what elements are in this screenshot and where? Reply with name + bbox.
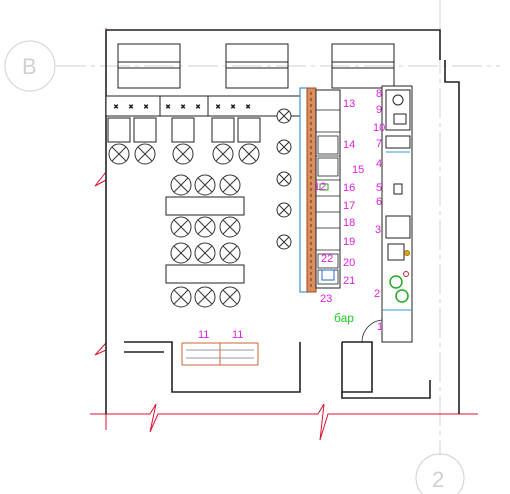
chair xyxy=(219,242,241,264)
bar-stool xyxy=(276,202,292,218)
chair xyxy=(219,174,241,196)
long-tables xyxy=(165,196,245,284)
chair xyxy=(170,216,192,238)
svg-text:×: × xyxy=(216,104,220,111)
bar-stools xyxy=(276,108,292,250)
svg-text:×: × xyxy=(246,104,250,111)
num-11b: 11 xyxy=(232,329,243,341)
num-2: 2 xyxy=(374,288,380,300)
equipment-numbers: 1 2 3 4 5 6 7 8 9 10 11 11 12 13 14 15 1… xyxy=(198,88,385,341)
walls xyxy=(105,29,460,414)
chairs xyxy=(108,143,260,308)
num-11a: 11 xyxy=(198,329,209,341)
num-3: 3 xyxy=(375,224,381,236)
axis-label-2: 2 xyxy=(432,467,444,492)
chair xyxy=(194,242,216,264)
cut-lines xyxy=(90,28,478,441)
kitchen-equipment xyxy=(381,85,413,343)
num-9: 9 xyxy=(376,104,382,116)
num-13: 13 xyxy=(343,98,355,110)
svg-text:×: × xyxy=(144,104,148,111)
num-16: 16 xyxy=(343,182,355,194)
svg-text:×: × xyxy=(114,104,118,111)
bar-stool xyxy=(276,234,292,250)
chair xyxy=(170,286,192,308)
chair xyxy=(170,174,192,196)
bar-stool xyxy=(276,139,292,155)
chair xyxy=(170,242,192,264)
num-8: 8 xyxy=(376,88,382,100)
num-6: 6 xyxy=(376,196,382,208)
chair xyxy=(219,216,241,238)
bar-stool xyxy=(276,108,292,124)
svg-text:×: × xyxy=(196,104,200,111)
chair xyxy=(108,143,130,165)
bar-stool xyxy=(276,171,292,187)
bar-counter xyxy=(299,87,341,293)
chair xyxy=(219,286,241,308)
svg-text:×: × xyxy=(129,104,133,111)
chair xyxy=(194,216,216,238)
num-7: 7 xyxy=(376,138,382,150)
num-23: 23 xyxy=(320,293,332,305)
num-17: 17 xyxy=(343,200,355,212)
axis-lines xyxy=(4,0,500,494)
svg-text:×: × xyxy=(166,104,170,111)
num-1: 1 xyxy=(377,321,383,333)
chair xyxy=(238,143,260,165)
svg-text:×: × xyxy=(181,104,185,111)
num-22: 22 xyxy=(321,253,333,265)
small-tables xyxy=(107,117,261,143)
axis-label-b: B xyxy=(22,54,37,79)
chair xyxy=(194,174,216,196)
chair xyxy=(212,143,234,165)
num-15: 15 xyxy=(352,164,364,176)
windows xyxy=(117,43,395,89)
num-21: 21 xyxy=(343,275,355,287)
num-4: 4 xyxy=(376,158,382,170)
chair xyxy=(194,286,216,308)
num-10: 10 xyxy=(373,122,385,134)
door-swing xyxy=(361,319,383,343)
zone-label-bar: бар xyxy=(334,311,354,325)
svg-text:×: × xyxy=(231,104,235,111)
display-case xyxy=(181,342,259,366)
num-5: 5 xyxy=(376,182,382,194)
num-14: 14 xyxy=(343,139,355,151)
chair xyxy=(172,143,194,165)
chair xyxy=(134,143,156,165)
num-18: 18 xyxy=(343,217,355,229)
num-12: 12 xyxy=(314,181,326,193)
num-20: 20 xyxy=(343,257,355,269)
num-19: 19 xyxy=(343,236,355,248)
